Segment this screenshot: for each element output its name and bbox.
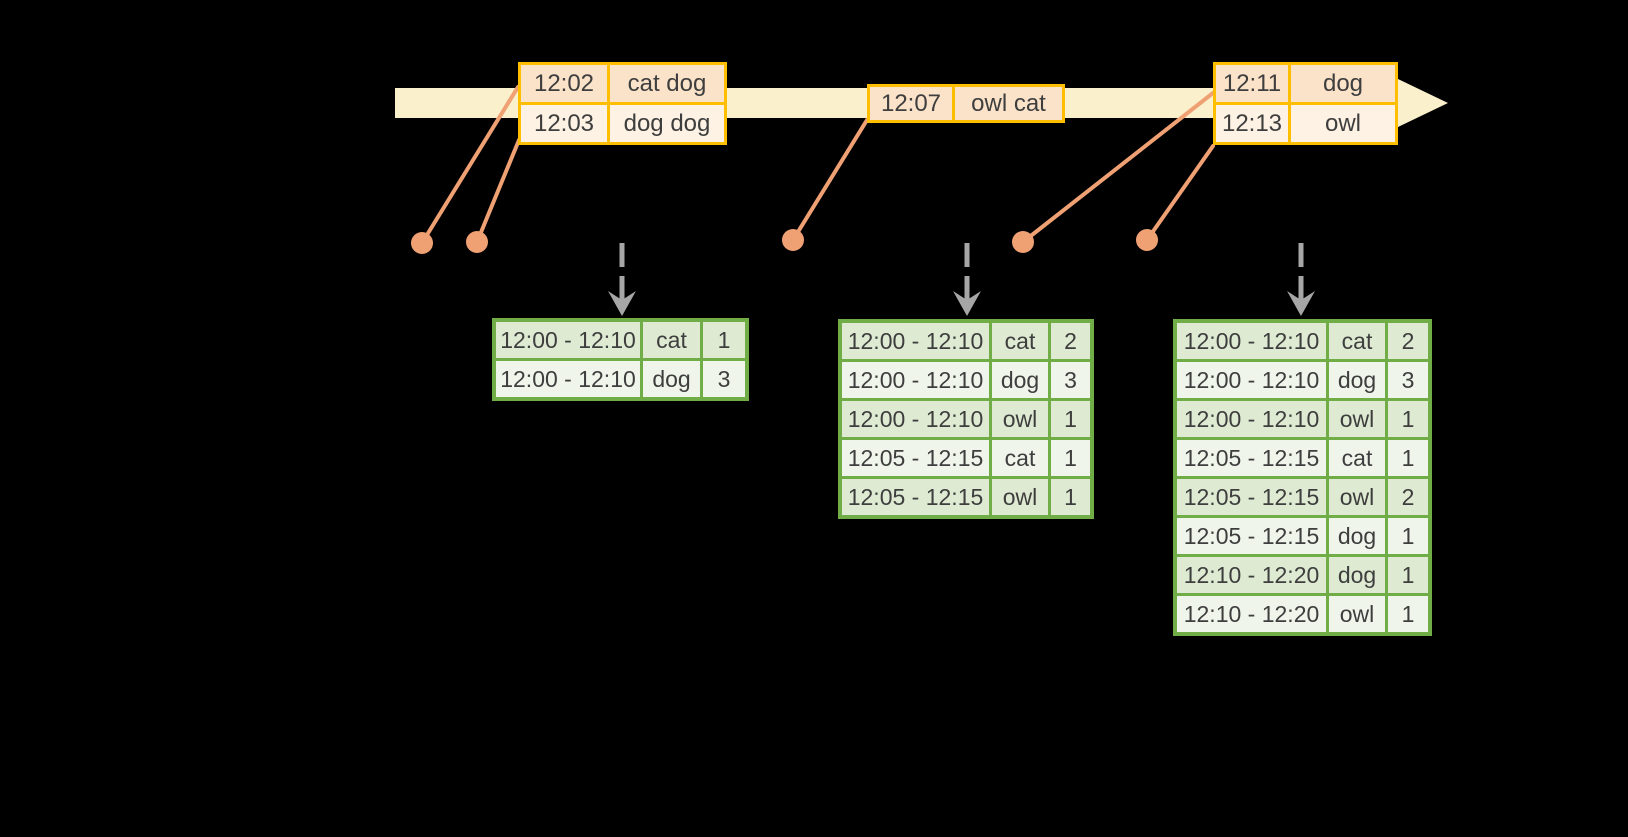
result-word: dog: [1329, 362, 1385, 398]
result-word: cat: [1329, 323, 1385, 359]
event-time: 12:07: [870, 87, 952, 120]
result-count: 1: [1388, 596, 1428, 632]
result-window: 12:05 - 12:15: [842, 440, 989, 476]
result-count: 1: [703, 322, 745, 358]
trigger-arrowhead-icon: [608, 291, 636, 316]
result-table-1: 12:00 - 12:10 cat 1 12:00 - 12:10 dog 3: [492, 318, 749, 401]
event-dot-icon: [1012, 231, 1034, 253]
result-count: 1: [1388, 440, 1428, 476]
event-time: 12:02: [521, 65, 607, 102]
result-window: 12:05 - 12:15: [1177, 479, 1326, 515]
result-window: 12:00 - 12:10: [1177, 362, 1326, 398]
trigger-arrowhead-icon: [953, 291, 981, 316]
result-window: 12:10 - 12:20: [1177, 557, 1326, 593]
event-connector-line: [420, 85, 520, 245]
event-connector-line: [791, 118, 869, 242]
result-count: 2: [1388, 323, 1428, 359]
result-word: dog: [1329, 557, 1385, 593]
result-window: 12:05 - 12:15: [842, 479, 989, 515]
result-word: cat: [992, 440, 1048, 476]
result-window: 12:00 - 12:10: [842, 323, 989, 359]
result-count: 3: [703, 361, 745, 397]
event-dot-icon: [466, 231, 488, 253]
event-table-3: 12:11 dog 12:13 owl: [1213, 62, 1398, 145]
result-word: cat: [643, 322, 700, 358]
result-window: 12:05 - 12:15: [1177, 518, 1326, 554]
event-time: 12:13: [1216, 105, 1288, 142]
result-count: 1: [1051, 479, 1090, 515]
result-count: 1: [1388, 557, 1428, 593]
result-table-3: 12:00 - 12:10 cat 2 12:00 - 12:10 dog 3 …: [1173, 319, 1432, 636]
result-word: owl: [992, 401, 1048, 437]
result-window: 12:00 - 12:10: [842, 362, 989, 398]
timeline-arrowhead-icon: [1398, 79, 1448, 127]
result-count: 2: [1388, 479, 1428, 515]
event-time: 12:03: [521, 105, 607, 142]
event-time: 12:11: [1216, 65, 1288, 102]
event-words: owl cat: [955, 87, 1062, 120]
event-connector-line: [475, 138, 521, 244]
result-table-2: 12:00 - 12:10 cat 2 12:00 - 12:10 dog 3 …: [838, 319, 1094, 519]
event-dot-icon: [411, 232, 433, 254]
result-count: 2: [1051, 323, 1090, 359]
event-words: owl: [1291, 105, 1395, 142]
result-word: owl: [1329, 401, 1385, 437]
result-window: 12:00 - 12:10: [842, 401, 989, 437]
result-count: 3: [1388, 362, 1428, 398]
result-window: 12:10 - 12:20: [1177, 596, 1326, 632]
result-word: dog: [643, 361, 700, 397]
trigger-arrowhead-icon: [1287, 291, 1315, 316]
event-connector-line: [1145, 144, 1215, 242]
result-count: 3: [1051, 362, 1090, 398]
result-count: 1: [1051, 401, 1090, 437]
event-dot-icon: [782, 229, 804, 251]
event-words: cat dog: [610, 65, 724, 102]
result-word: owl: [1329, 596, 1385, 632]
result-word: dog: [992, 362, 1048, 398]
result-count: 1: [1051, 440, 1090, 476]
event-dot-icon: [1136, 229, 1158, 251]
result-word: owl: [1329, 479, 1385, 515]
event-table-1: 12:02 cat dog 12:03 dog dog: [518, 62, 727, 145]
result-word: cat: [992, 323, 1048, 359]
result-window: 12:00 - 12:10: [496, 322, 640, 358]
event-words: dog dog: [610, 105, 724, 142]
result-window: 12:00 - 12:10: [1177, 323, 1326, 359]
result-word: owl: [992, 479, 1048, 515]
result-count: 1: [1388, 401, 1428, 437]
result-word: cat: [1329, 440, 1385, 476]
result-window: 12:00 - 12:10: [496, 361, 640, 397]
event-table-2: 12:07 owl cat: [867, 84, 1065, 123]
event-connector-line: [1021, 91, 1215, 244]
result-count: 1: [1388, 518, 1428, 554]
result-window: 12:05 - 12:15: [1177, 440, 1326, 476]
result-window: 12:00 - 12:10: [1177, 401, 1326, 437]
result-word: dog: [1329, 518, 1385, 554]
event-words: dog: [1291, 65, 1395, 102]
